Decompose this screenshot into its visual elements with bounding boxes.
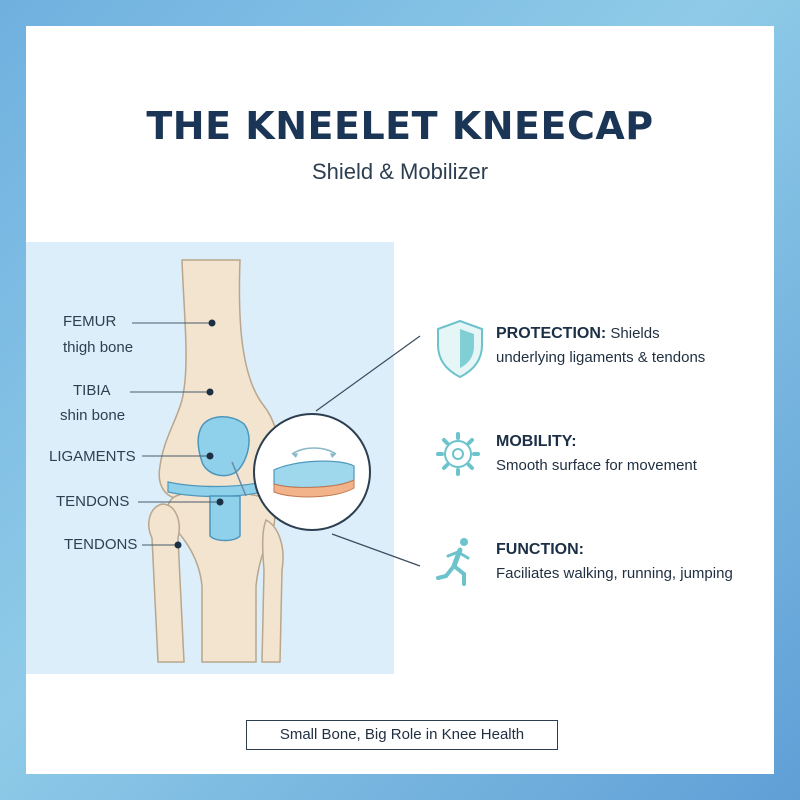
feature-function: FUNCTION: Faciliates walking, running, j… xyxy=(496,538,766,586)
callout-line-bottom xyxy=(331,533,421,567)
page-title: THE KNEELET KNEECAP xyxy=(146,104,654,148)
feature-mobility-text: Smooth surface for movement xyxy=(496,457,697,474)
tendons-label-1: TENDONS xyxy=(56,493,130,510)
infographic-card: THE KNEELET KNEECAP Shield & Mobilizer xyxy=(26,26,774,774)
kneecap-patella xyxy=(197,416,250,477)
callout-line-top xyxy=(315,335,421,412)
femur-dot xyxy=(208,319,216,327)
knee-anatomy-illustration xyxy=(130,259,483,663)
feature-function-text: Faciliates walking, running, jumping xyxy=(496,565,733,582)
cartilage-layer xyxy=(273,460,355,489)
running-person-icon xyxy=(436,538,470,586)
shield-icon xyxy=(437,319,483,379)
feature-mobility-heading: MOBILITY: xyxy=(496,433,577,450)
feature-protection-text: underlying ligaments & tendons xyxy=(496,349,706,366)
feature-mobility: MOBILITY: Smooth surface for movement xyxy=(496,430,766,478)
lateral-bone xyxy=(261,518,284,663)
movement-arrow-icon xyxy=(291,447,337,455)
ligaments-label: LIGAMENTS xyxy=(49,448,136,465)
feature-protection: PROTECTION: Shields underlying ligaments… xyxy=(496,322,766,370)
footer-caption: Small Bone, Big Role in Knee Health xyxy=(246,720,558,750)
tibia-label: TIBIA xyxy=(73,382,111,399)
ligament-strand xyxy=(231,461,247,497)
bone-layer xyxy=(273,479,355,498)
tendons-dot-1 xyxy=(216,498,224,506)
ligaments-dot xyxy=(206,452,214,460)
feature-function-heading: FUNCTION: xyxy=(496,541,584,558)
feature-protection-inline: Shields xyxy=(610,325,660,342)
femur-label: FEMUR xyxy=(63,313,117,330)
patellar-tendon xyxy=(209,495,241,542)
tibia-dot xyxy=(206,388,214,396)
femur-sublabel: thigh bone xyxy=(63,339,134,356)
gear-icon xyxy=(436,432,480,476)
page-subtitle: Shield & Mobilizer xyxy=(311,159,489,184)
tendons-dot-2 xyxy=(174,541,182,549)
feature-protection-heading: PROTECTION: xyxy=(496,325,607,342)
tibia-sublabel: shin bone xyxy=(60,407,126,424)
fibula-bone xyxy=(148,503,185,663)
tendons-label-2: TENDONS xyxy=(64,536,138,553)
